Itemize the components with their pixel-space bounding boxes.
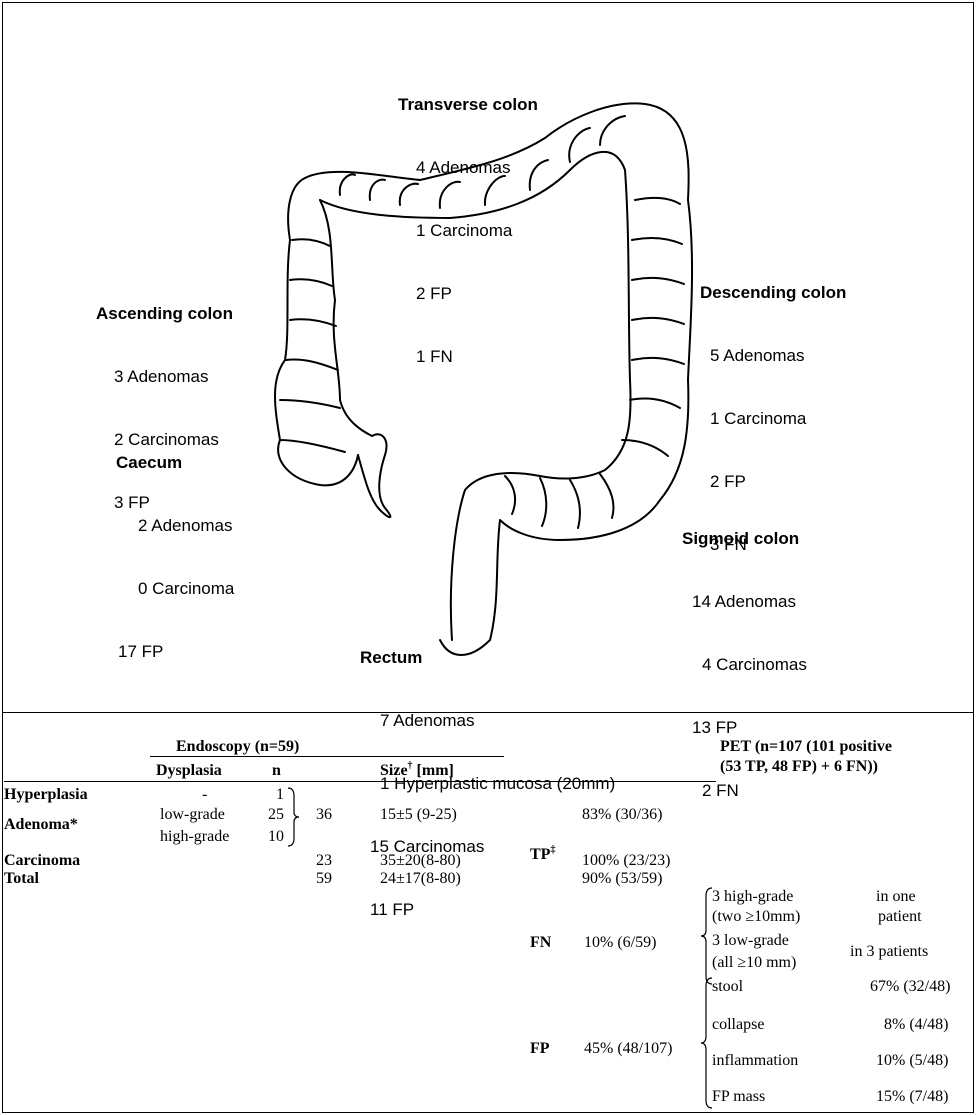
colon-ascending-right (320, 200, 372, 436)
descending-colon-title: Descending colon (700, 282, 846, 303)
fp-label: FP (530, 1040, 550, 1058)
fp-item-inflammation-value: 10% (5/48) (876, 1052, 948, 1070)
transverse-fn: 1 FN (398, 346, 538, 367)
row-adenoma-low-n: 25 (268, 806, 284, 824)
fn-item1-b: (two ≥10mm) (712, 908, 800, 926)
row-adenoma-group-n: 36 (316, 806, 332, 824)
row-hyperplasia-dysplasia: - (202, 786, 207, 804)
colon-ascending-left (275, 178, 358, 485)
fn-item1-a: 3 high-grade (712, 888, 793, 906)
fp-item-mass-value: 15% (7/48) (876, 1088, 948, 1106)
row-carcinoma-size: 35±20(8-80) (380, 852, 461, 870)
caecum-adenomas: 2 Adenomas (116, 515, 234, 536)
caecum-carcinoma: 0 Carcinoma (116, 578, 234, 599)
row-carcinoma-n: 23 (316, 852, 332, 870)
fn-item1-d: patient (878, 908, 922, 926)
caecum-fp: 17 FP (116, 641, 234, 662)
row-total-size: 24±17(8-80) (380, 870, 461, 888)
fn-item2-a: 3 low-grade (712, 932, 789, 950)
colon-appendix (358, 434, 390, 517)
sigmoid-colon-title: Sigmoid colon (682, 528, 807, 549)
endoscopy-header: Endoscopy (n=59) (176, 738, 299, 756)
row-total-label: Total (4, 870, 39, 888)
fp-item-stool: stool (712, 978, 743, 996)
sigmoid-adenomas: 14 Adenomas (682, 591, 807, 612)
row-carcinoma-label: Carcinoma (4, 852, 80, 870)
row-total-n: 59 (316, 870, 332, 888)
row-adenoma-high-n: 10 (268, 828, 284, 846)
transverse-carcinoma: 1 Carcinoma (398, 220, 538, 241)
ascending-adenomas: 3 Adenomas (96, 366, 233, 387)
fp-item-stool-value: 67% (32/48) (870, 978, 950, 996)
transverse-fp: 2 FP (398, 283, 538, 304)
col-n: n (272, 762, 281, 780)
fp-item-inflammation: inflammation (712, 1052, 798, 1070)
transverse-adenomas: 4 Adenomas (398, 157, 538, 178)
row-adenoma-size: 15±5 (9-25) (380, 806, 457, 824)
fp-item-collapse: collapse (712, 1016, 764, 1034)
endoscopy-header-rule (150, 756, 504, 757)
col-size: Size† [mm] (380, 762, 454, 780)
row-hyperplasia-label: Hyperplasia (4, 786, 88, 804)
adenoma-brace (286, 786, 300, 848)
pet-header-line1: PET (n=107 (101 positive (720, 738, 892, 756)
row-total-pct: 90% (53/59) (582, 870, 662, 888)
row-adenoma-label: Adenoma* (4, 816, 78, 834)
fn-item2-b: (all ≥10 mm) (712, 954, 796, 972)
fn-item1-c: in one (876, 888, 916, 906)
table-header-rule (4, 781, 716, 782)
fp-item-collapse-value: 8% (4/48) (884, 1016, 948, 1034)
fn-item2-c: in 3 patients (850, 943, 928, 961)
ascending-colon-title: Ascending colon (96, 303, 233, 324)
sigmoid-fp: 13 FP (682, 717, 807, 738)
row-adenoma-pct: 83% (30/36) (582, 806, 662, 824)
fp-pct: 45% (48/107) (584, 1040, 672, 1058)
transverse-colon-label: Transverse colon 4 Adenomas 1 Carcinoma … (398, 52, 538, 388)
row-carcinoma-pct: 100% (23/23) (582, 852, 670, 870)
tp-label: TP‡ (530, 846, 555, 864)
row-adenoma-low: low-grade (160, 806, 225, 824)
sigmoid-carcinomas: 4 Carcinomas (682, 654, 807, 675)
caecum-label: Caecum 2 Adenomas 0 Carcinoma 17 FP (116, 410, 234, 683)
row-hyperplasia-n: 1 (276, 786, 284, 804)
fp-item-mass: FP mass (712, 1088, 765, 1106)
fn-pct: 10% (6/59) (584, 934, 656, 952)
row-adenoma-high: high-grade (160, 828, 229, 846)
rectum-adenomas: 7 Adenomas (360, 710, 615, 731)
pet-header-line2: (53 TP, 48 FP) + 6 FN)) (720, 758, 878, 776)
col-dysplasia: Dysplasia (156, 762, 222, 780)
rectum-title: Rectum (360, 647, 615, 668)
transverse-colon-title: Transverse colon (398, 94, 538, 115)
descending-carcinoma: 1 Carcinoma (700, 408, 846, 429)
fn-label: FN (530, 934, 551, 952)
caecum-title: Caecum (116, 452, 234, 473)
sigmoid-fn: 2 FN (682, 780, 807, 801)
rectum-fp: 11 FP (360, 899, 615, 920)
descending-adenomas: 5 Adenomas (700, 345, 846, 366)
